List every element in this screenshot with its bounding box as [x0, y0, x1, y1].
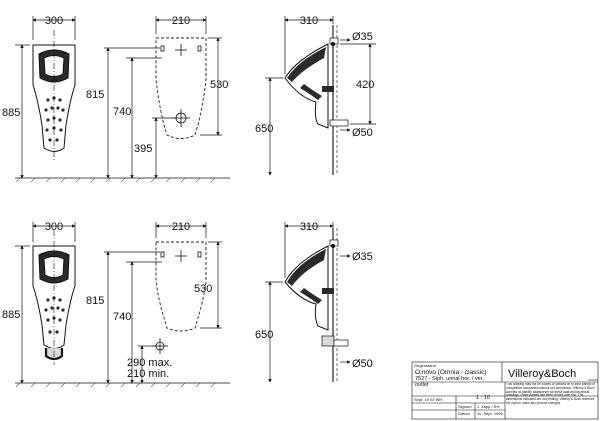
side-depth-dim-top	[284, 16, 334, 74]
floor-line-top	[15, 177, 230, 183]
product-line: O.novo (Omnia - classic)	[415, 369, 487, 376]
front-width-label-top: 300	[45, 15, 63, 27]
front-width-dim-bottom	[32, 222, 76, 242]
side-depth-label-top: 310	[300, 15, 318, 27]
title-block	[411, 361, 599, 420]
back-view-top	[155, 37, 207, 139]
product-outlet: outlet	[415, 382, 429, 388]
side-height-dim-top	[265, 77, 283, 176]
height-395-dim-top	[152, 117, 176, 179]
dia-upper-label-bottom: Ø35	[352, 251, 373, 263]
front-view-bottom	[32, 230, 76, 365]
outlet-max-label-bottom: 290 max.	[127, 357, 172, 369]
overall-height-dim-bottom	[15, 245, 30, 384]
height-815-dim-top	[104, 47, 160, 179]
height-740-label-top: 740	[113, 106, 131, 118]
side-depth-label-bottom: 310	[300, 221, 318, 233]
outlet-min-label-bottom: 210 min.	[127, 368, 169, 380]
pipe-spacing-label-top: 420	[356, 79, 374, 91]
pipe-spacing-dim-top	[340, 38, 376, 132]
row-label-signum: Signum	[458, 404, 472, 409]
overall-height-dim-top	[15, 44, 30, 179]
scale-value: 1 : 10	[476, 395, 490, 401]
back-view-marks-bottom	[152, 250, 202, 354]
overall-height-label-top: 885	[2, 107, 20, 119]
back-height-label-top: 530	[210, 79, 228, 91]
row-label-datum: Datum	[458, 411, 470, 416]
dia-lower-label-top: Ø50	[352, 127, 373, 139]
side-height-label-bottom: 650	[255, 329, 273, 341]
back-height-dim-bottom	[200, 241, 222, 329]
height-740-dim-bottom	[126, 261, 162, 384]
side-depth-dim-bottom	[284, 222, 334, 278]
side-view-top	[284, 25, 349, 175]
floor-line-bottom	[15, 382, 230, 388]
back-height-dim-top	[200, 37, 222, 136]
back-view-marks-top	[160, 44, 202, 127]
front-width-label-bottom: 300	[45, 221, 63, 233]
copyright-note-box: This drawing may not be copied or passed…	[506, 383, 596, 405]
dia-upper-label-top: Ø35	[352, 31, 373, 43]
designation-label: Gegenstand	[414, 363, 436, 368]
side-height-dim-bottom	[265, 281, 283, 383]
dia-pointers-bottom	[340, 254, 351, 364]
back-width-label-bottom: 210	[172, 221, 190, 233]
back-height-label-bottom: 530	[194, 283, 212, 295]
height-815-dim-bottom	[104, 251, 160, 384]
height-740-label-bottom: 740	[113, 311, 131, 323]
back-width-label-top: 210	[172, 15, 190, 27]
height-815-label-top: 815	[86, 89, 104, 101]
copyright-note: This drawing may not be copied or passed…	[506, 383, 596, 405]
side-view-bottom	[284, 228, 349, 382]
height-395-label-top: 395	[134, 143, 152, 155]
row-value-signum: J. Zapp / RH	[477, 404, 500, 409]
back-width-dim-bottom	[155, 222, 207, 238]
dia-lower-label-bottom: Ø50	[352, 358, 373, 370]
outlet-height-dims-bottom	[138, 345, 156, 384]
brand-logo-text: Villeroy&Boch	[508, 368, 576, 380]
front-width-dim-top	[32, 16, 76, 40]
height-740-dim-top	[126, 57, 162, 179]
height-815-label-bottom: 815	[86, 295, 104, 307]
row-value-datum: 11. Sept. 1996	[477, 411, 504, 416]
side-height-label-top: 650	[255, 123, 273, 135]
front-view-top	[32, 30, 76, 160]
date-code: Sept. 19 02 WH	[414, 397, 442, 402]
product-desc: 7527 - Siph. urinal hor. / ver.	[415, 376, 484, 382]
overall-height-label-bottom: 885	[2, 309, 20, 321]
back-width-dim-top	[155, 16, 207, 34]
